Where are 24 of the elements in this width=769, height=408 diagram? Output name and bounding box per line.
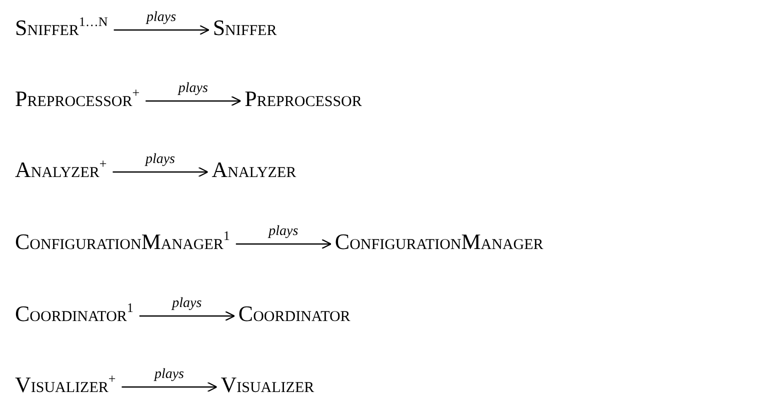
role-name: Analyzer$^{+}$ xyxy=(15,157,107,183)
role-name: Analyzer xyxy=(212,157,296,183)
role-name: Preprocessor$^{+}$ xyxy=(15,86,140,112)
role-name: Visualizer$^{+}$ xyxy=(15,372,116,398)
arrow xyxy=(112,166,208,178)
arrow xyxy=(139,310,235,322)
role-name: ConfigurationManager$^{1}$ xyxy=(15,229,230,255)
arrow xyxy=(236,238,332,250)
edge-label: plays xyxy=(144,153,176,167)
role-name: Sniffer$^{1…N}$ xyxy=(15,15,108,41)
role-name: Sniffer xyxy=(212,15,277,41)
edge-label: plays xyxy=(268,225,300,239)
arrow xyxy=(122,382,218,392)
role-name: Visualizer xyxy=(220,372,314,398)
role-name: ConfigurationManager xyxy=(334,229,544,255)
edge-label: plays xyxy=(146,11,178,25)
edge-label: plays xyxy=(153,368,186,382)
edge-label: plays xyxy=(171,297,203,311)
role-name: Coordinator$^{1}$ xyxy=(15,301,134,327)
arrow xyxy=(114,24,210,36)
edge-label: plays xyxy=(177,82,209,96)
arrow xyxy=(146,96,242,106)
role-name: Coordinator xyxy=(238,301,350,327)
role-name: Preprocessor xyxy=(244,86,362,112)
